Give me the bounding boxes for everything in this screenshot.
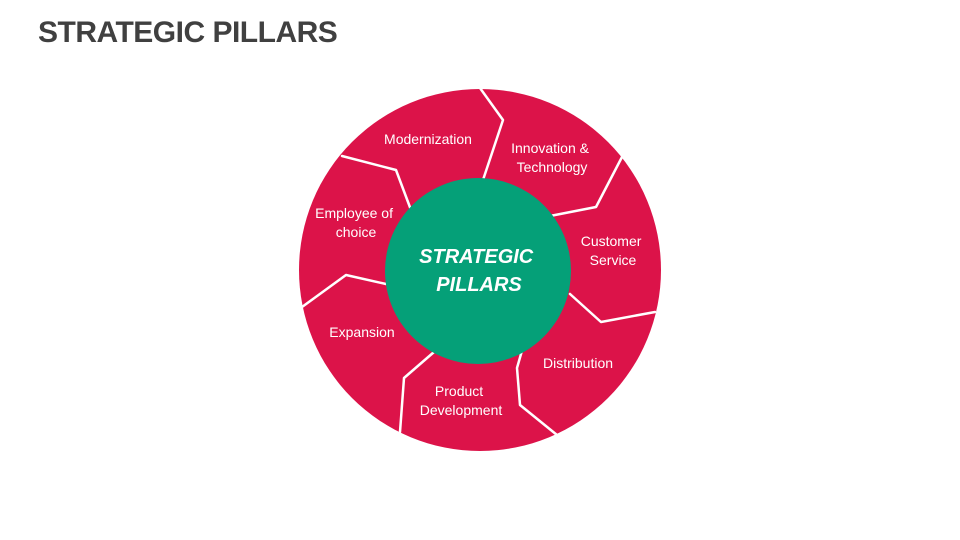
divider-distribution-product (515, 345, 559, 437)
center-label-line: PILLARS (436, 274, 522, 296)
segment-label-line: Employee of (315, 205, 393, 221)
segment-label-line: Distribution (543, 355, 613, 371)
segment-dividers (300, 86, 657, 437)
segment-label-line: choice (336, 224, 377, 240)
segment-label-innovation-technology: Innovation & Technology (511, 140, 593, 175)
segment-label-line: Modernization (384, 131, 472, 147)
center-label-line: STRATEGIC (419, 246, 534, 268)
center-label: STRATEGIC PILLARS (419, 246, 539, 296)
segment-label-line: Innovation & (511, 140, 589, 156)
segment-label-line: Customer (581, 233, 642, 249)
divider-employee-modernization (340, 154, 413, 212)
segment-label-line: Service (590, 252, 637, 268)
segment-label-expansion: Expansion (329, 324, 394, 340)
segment-label-line: Development (420, 402, 503, 418)
slide-title: STRATEGIC PILLARS (38, 16, 338, 49)
segment-label-customer-service: Customer Service (581, 233, 646, 268)
divider-product-expansion (398, 350, 436, 434)
divider-modernization-innovation (478, 86, 505, 182)
divider-expansion-employee (300, 273, 388, 309)
segment-label-distribution: Distribution (543, 355, 613, 371)
divider-customer-distribution (568, 292, 657, 324)
segment-label-modernization: Modernization (384, 131, 472, 147)
segment-label-employee-of-choice: Employee of choice (315, 205, 397, 240)
center-circle (385, 178, 571, 364)
segment-label-product-development: Product Development (420, 383, 503, 418)
segment-label-line: Expansion (329, 324, 394, 340)
segment-label-line: Product (435, 383, 483, 399)
segment-label-line: Technology (517, 159, 588, 175)
divider-innovation-customer (548, 155, 624, 218)
